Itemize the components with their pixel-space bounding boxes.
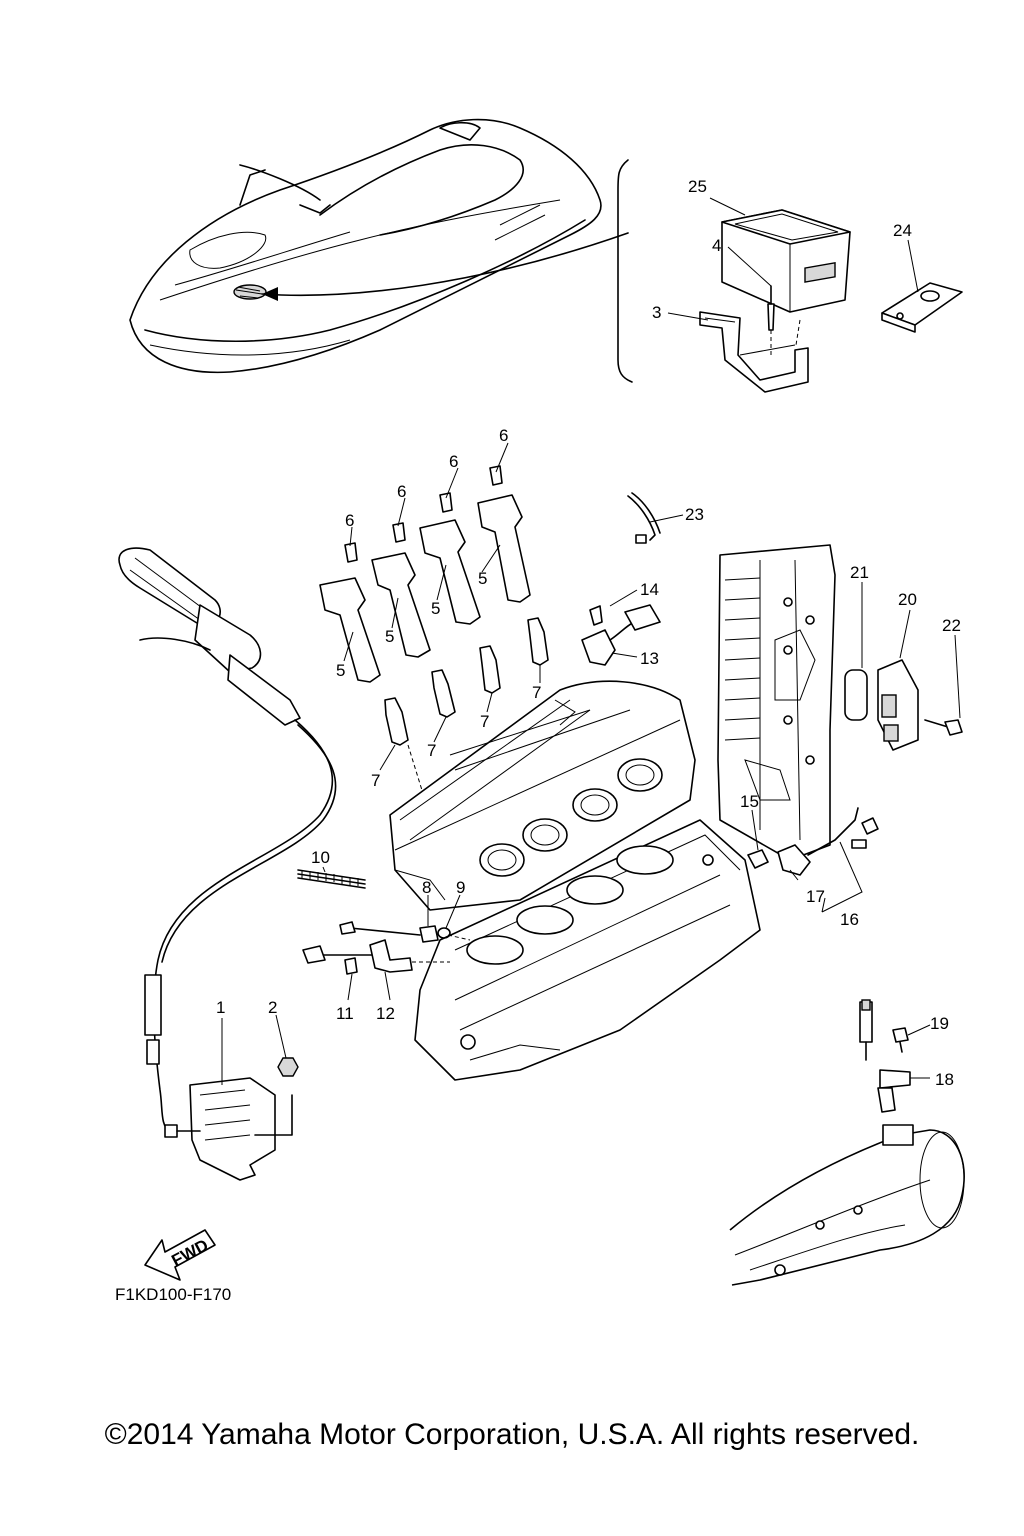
callout-19: 17	[806, 887, 825, 906]
callout-6: 6	[345, 511, 354, 530]
copyright-notice: ©2014 Yamaha Motor Corporation, U.S.A. A…	[104, 1418, 920, 1451]
callout-24: 24	[893, 221, 912, 240]
callout-5: 5	[478, 569, 487, 588]
hex-nut	[277, 1057, 299, 1077]
leader-lines	[221, 197, 961, 1085]
callout-17: 15	[740, 792, 759, 811]
group-bracket	[617, 159, 633, 383]
callout-7: 7	[371, 771, 380, 790]
callout-11: 11	[336, 1004, 354, 1023]
ecu-bracket	[699, 311, 809, 393]
callout-21: 21	[850, 563, 869, 582]
callout-1: 1	[216, 998, 225, 1017]
o-ring-seal	[844, 669, 868, 721]
callout-25: 25	[688, 177, 707, 196]
speed-sensor-assy	[339, 921, 451, 943]
ignition-coils	[319, 494, 531, 683]
location-arrow	[261, 232, 629, 301]
callout-14: 19	[930, 1014, 949, 1033]
connector-cover	[881, 282, 963, 333]
ecu-unit	[721, 209, 851, 313]
mounting-pin	[767, 285, 775, 331]
callout-2: 2	[268, 998, 277, 1017]
electrical-box	[717, 544, 836, 861]
callout-6: 6	[499, 426, 508, 445]
exhaust-sensor	[859, 999, 911, 1113]
callout-5: 5	[431, 599, 440, 618]
exhaust-pipe	[729, 1124, 965, 1286]
diagram-code: F1KD100-F170	[115, 1285, 231, 1304]
cylinder-block	[414, 819, 761, 1081]
pressure-sensor-assy	[302, 939, 413, 975]
callout-16: 14	[640, 580, 659, 599]
callout-12: 10	[311, 848, 330, 867]
callout-5: 5	[336, 661, 345, 680]
throttle-cable	[153, 719, 334, 1133]
callout-6: 6	[397, 482, 406, 501]
callout-18: 16	[840, 910, 859, 929]
callout-3: 3	[652, 303, 661, 322]
cam-sensor	[581, 604, 661, 666]
callout-15: 13	[640, 649, 659, 668]
callout-7: 7	[532, 683, 541, 702]
lead-wire	[627, 492, 661, 544]
callout-6: 6	[449, 452, 458, 471]
callout-8: 8	[422, 878, 431, 897]
callout-7: 7	[427, 741, 436, 760]
callout-23: 23	[685, 505, 704, 524]
throttle-sensor	[164, 1077, 276, 1181]
watercraft-illustration	[129, 118, 602, 374]
callout-20: 20	[898, 590, 917, 609]
sensor-bolt	[892, 1027, 909, 1053]
callout-7: 7	[480, 712, 489, 731]
callout-13: 18	[935, 1070, 954, 1089]
spring-coil	[297, 869, 366, 889]
callout-10: 12	[376, 1004, 395, 1023]
callout-labels: 25 24 4 3 6 6 6 6 5 5 5 5 7 7 7 7 23 14 …	[216, 177, 961, 1089]
temperature-sensor	[747, 807, 879, 876]
callout-5: 5	[385, 627, 394, 646]
coil-bolts	[344, 465, 503, 563]
callout-4: 4	[712, 236, 721, 255]
cylinder-head	[389, 680, 696, 911]
relay-unit	[877, 659, 919, 751]
callout-22: 22	[942, 616, 961, 635]
spark-plugs	[384, 617, 549, 746]
fwd-arrow-icon: FWD	[144, 1229, 216, 1281]
callout-9: 9	[456, 878, 465, 897]
throttle-grip	[118, 547, 301, 726]
mounting-bolt	[924, 719, 963, 736]
